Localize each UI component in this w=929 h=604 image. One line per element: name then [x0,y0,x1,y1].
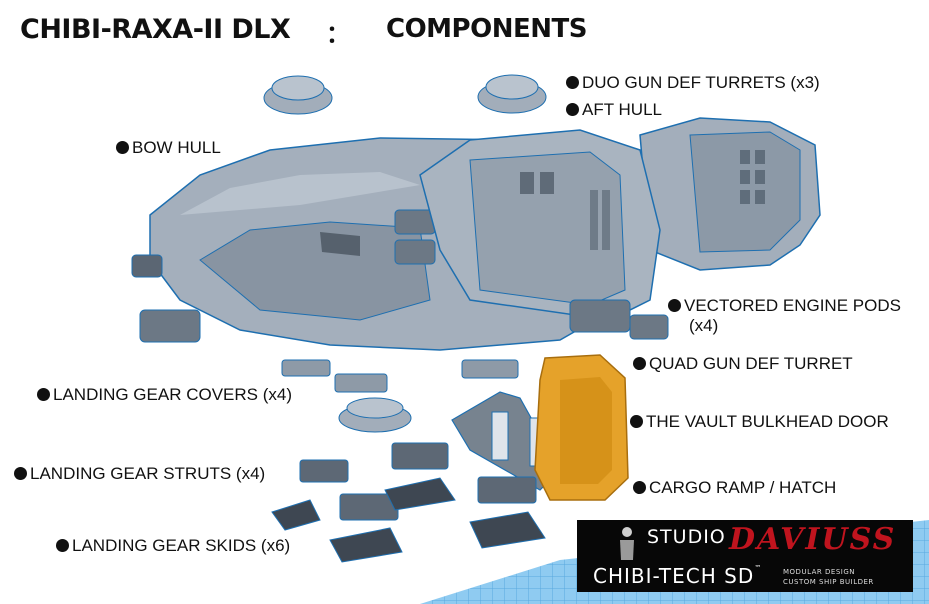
aft-hull [639,117,821,271]
bullet-dot-icon [630,415,643,428]
bullet-dot-icon [14,467,27,480]
label-text: AFT HULL [582,100,662,119]
label-text: LANDING GEAR STRUTS (x4) [30,464,266,483]
label-text: CARGO RAMP / HATCH [649,478,837,497]
quad-gun-turret [338,397,412,433]
studio-logo: STUDIO DAVIUSS CHIBI-TECH SD™ MODULAR DE… [577,520,913,592]
label-text: LANDING GEAR COVERS (x4) [53,385,292,404]
bullet-dot-icon [633,357,646,370]
vault-bulkhead-door [534,354,629,501]
landing-gear-struts [299,442,537,521]
duo-gun-turret-2 [477,74,547,114]
label-cargo-ramp: CARGO RAMP / HATCH [633,478,836,498]
title-separator: ： [326,20,350,48]
label-quad-gun-turret: QUAD GUN DEF TURRET [633,354,853,374]
bullet-dot-icon [566,103,579,116]
label-landing-gear-struts: LANDING GEAR STRUTS (x4) [14,464,265,484]
bullet-dot-icon [37,388,50,401]
trademark-mark: ™ [754,564,763,572]
label-text: LANDING GEAR SKIDS (x6) [72,536,291,555]
bullet-dot-icon [116,141,129,154]
bullet-dot-icon [566,76,579,89]
label-duo-gun-turrets: DUO GUN DEF TURRETS (x3) [566,73,820,93]
label-landing-gear-covers: LANDING GEAR COVERS (x4) [37,385,292,405]
duo-gun-turret-1 [263,75,333,115]
pilot-figure-icon [620,527,634,560]
label-vectored-engine-pods: VECTORED ENGINE PODS [668,296,901,316]
label-vectored-engine-pods-count: (x4) [689,316,719,335]
logo-studio-text: STUDIO [647,526,726,548]
bullet-dot-icon [633,481,646,494]
page-title: CHIBI-RAXA-II DLX [20,14,291,45]
label-landing-gear-skids: LANDING GEAR SKIDS (x6) [56,536,290,556]
label-text: BOW HULL [132,138,221,157]
mid-hull [419,129,669,340]
logo-product-text: CHIBI-TECH SD™ [593,564,762,588]
logo-brand-text: DAVIUSS [729,522,897,557]
landing-gear-covers [281,359,519,393]
label-aft-hull: AFT HULL [566,100,662,120]
logo-product-name: CHIBI-TECH SD [593,564,755,588]
label-text: THE VAULT BULKHEAD DOOR [646,412,889,431]
bullet-dot-icon [56,539,69,552]
label-bow-hull: BOW HULL [116,138,221,158]
label-text: DUO GUN DEF TURRETS (x3) [582,73,820,92]
page-subtitle: COMPONENTS [386,14,587,44]
bullet-dot-icon [668,299,681,312]
label-vault-bulkhead-door: THE VAULT BULKHEAD DOOR [630,412,889,432]
logo-tagline-2: CUSTOM SHIP BUILDER [783,578,874,586]
logo-tagline-1: MODULAR DESIGN [783,568,855,576]
label-text: VECTORED ENGINE PODS [684,296,901,315]
landing-gear-skids [271,477,546,563]
label-text: QUAD GUN DEF TURRET [649,354,853,373]
